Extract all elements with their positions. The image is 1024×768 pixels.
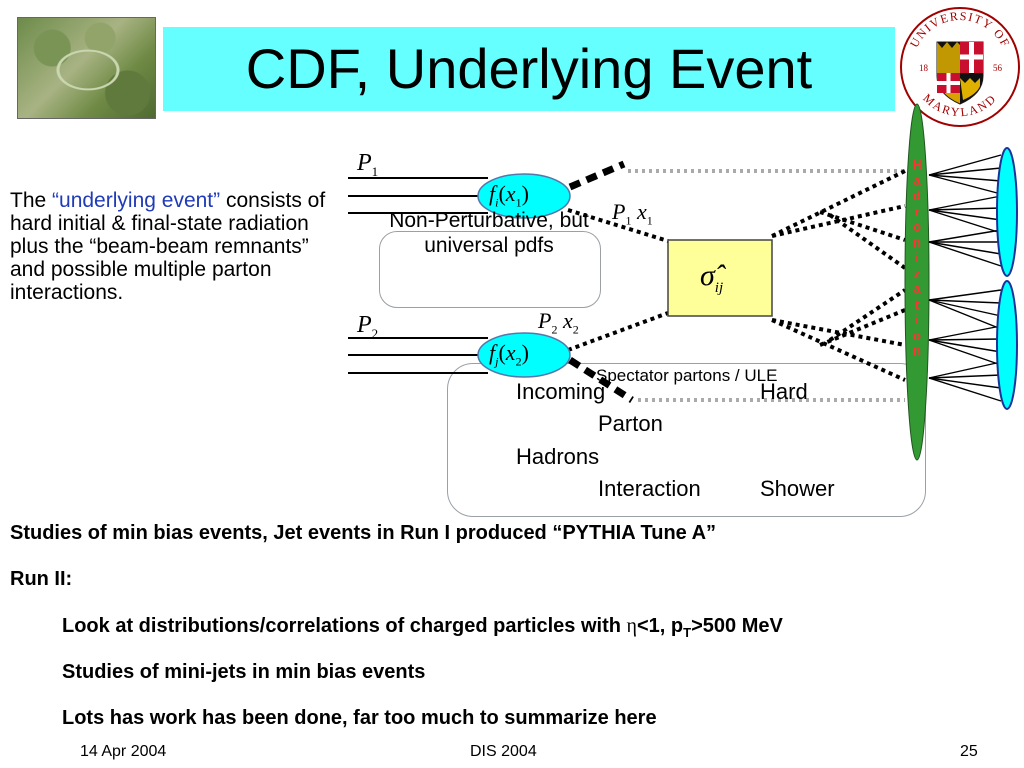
hadronization-letter: z <box>913 265 921 281</box>
footer-date: 14 Apr 2004 <box>80 743 167 760</box>
stage-parton-line1: Parton <box>598 411 663 436</box>
label-p1: P1 <box>357 150 378 185</box>
label-fj-f: f <box>489 340 496 365</box>
label-fj: fj(x2) <box>489 340 529 369</box>
label-p1x1-x: x <box>636 199 647 224</box>
hadronization-letter: n <box>913 234 921 250</box>
stage-hard-line1: Hard <box>760 379 808 404</box>
label-fi-f: f <box>489 181 496 206</box>
label-p2x2-xsub: 2 <box>572 322 579 337</box>
label-fj-x: x <box>505 340 516 365</box>
bullet-pythia-tune: Studies of min bias events, Jet events i… <box>10 522 717 544</box>
intro-highlight: “underlying event” <box>52 189 221 212</box>
bullet-distributions-pre: Look at distributions/correlations of ch… <box>62 615 627 637</box>
stage-parton-line2: Interaction <box>598 476 701 501</box>
hadronization-letter: t <box>914 296 920 312</box>
label-p1x1: P1 x1 <box>612 199 653 233</box>
label-p2: P2 <box>357 312 378 347</box>
title-banner <box>163 27 895 111</box>
label-sigma-main: σ̂ <box>700 259 715 292</box>
label-fi: fi(x1) <box>489 181 529 210</box>
hadronization-letter: r <box>914 203 920 219</box>
beam-remnant-top <box>568 160 626 191</box>
label-p1x1-p: P <box>612 199 626 224</box>
nonperturbative-label: Non-Perturbative, but universal pdfs <box>389 209 589 257</box>
bullet-summary: Lots has work has been done, far too muc… <box>62 707 657 729</box>
stage-incoming-line1: Incoming <box>516 379 606 404</box>
bullet-minijets: Studies of mini-jets in min bias events <box>62 661 426 683</box>
jet-bottom-ellipse <box>996 280 1018 410</box>
footer-conference: DIS 2004 <box>470 743 537 760</box>
footer-page-number: 25 <box>960 743 978 760</box>
hadronization-letter: o <box>913 327 921 343</box>
label-sigma: σ̂ij <box>700 260 723 304</box>
label-fi-x: x <box>505 181 516 206</box>
jet-top-ellipse <box>996 147 1018 277</box>
hadronization-letter: d <box>913 188 921 203</box>
bullet-pt-sub: T <box>683 625 692 640</box>
shower-lines <box>771 169 907 382</box>
hadronization-letter: i <box>915 250 919 265</box>
bullet-run2: Run II: <box>10 568 73 590</box>
parton-line-1 <box>567 208 669 243</box>
pdf-fj-ellipse <box>477 332 571 378</box>
label-fi-sub: i <box>495 195 499 210</box>
label-p2x2-p: P <box>538 308 552 333</box>
aerial-photo <box>17 17 156 119</box>
maryland-shield-icon <box>936 41 984 105</box>
intro-prefix: The <box>10 189 53 212</box>
hadronization-letter: H <box>912 157 922 172</box>
hadronization-letter: a <box>913 281 921 296</box>
hadronization-letter: i <box>915 312 919 327</box>
nonperturbative-box <box>379 231 601 308</box>
label-fj-sub: j <box>495 354 499 369</box>
beam-remnant-bottom <box>568 357 634 403</box>
label-p2x2-psub: 2 <box>551 322 558 337</box>
jet-fan-top <box>928 154 1002 267</box>
label-sigma-sub: ij <box>714 280 724 296</box>
university-seal-logo: UNIVERSITY OF MARYLAND 18 56 <box>900 7 1020 127</box>
page-title: CDF, Underlying Event <box>245 37 813 100</box>
label-p2x2: P2 x2 <box>538 308 579 342</box>
seal-year-left: 18 <box>919 63 929 73</box>
hadronization-letter: n <box>913 343 921 358</box>
incoming-hadron-lines-top <box>348 177 488 214</box>
jet-fan-bottom <box>928 289 1002 402</box>
bullet-distributions-post: >500 MeV <box>691 615 783 637</box>
spectator-label: Spectator partons / ULE <box>596 366 778 385</box>
stage-hard-line2: Shower <box>760 476 835 501</box>
intro-suffix: consists of hard initial & final-state r… <box>10 189 326 304</box>
label-p2-main: P <box>357 312 372 338</box>
hadronization-ellipse <box>904 103 930 461</box>
hadronization-letter: o <box>913 219 921 234</box>
bullet-distributions-mid: <1, p <box>637 615 684 637</box>
stage-incoming-line2: Hadrons <box>516 444 600 469</box>
incoming-hadron-lines-bottom <box>348 337 488 374</box>
hadronization-letter: a <box>913 172 921 188</box>
label-p2-sub: 2 <box>371 325 379 341</box>
stages-box <box>447 363 926 517</box>
label-p2x2-x: x <box>562 308 573 333</box>
seal-year-right: 56 <box>993 63 1003 73</box>
label-fj-xsub: 2 <box>515 354 522 369</box>
hard-scatter-box <box>667 239 773 317</box>
pdf-fi-ellipse <box>477 173 571 219</box>
bullet-distributions: Look at distributions/correlations of ch… <box>62 614 783 645</box>
bullet-eta: η <box>626 615 637 637</box>
label-fi-xsub: 1 <box>515 195 522 210</box>
label-p1x1-xsub: 1 <box>646 213 653 228</box>
label-p1-sub: 1 <box>371 163 379 179</box>
parton-line-2 <box>567 311 669 352</box>
label-p1x1-psub: 1 <box>625 213 632 228</box>
intro-paragraph: The “underlying event” consists of hard … <box>10 189 330 304</box>
label-p1-main: P <box>357 150 372 176</box>
